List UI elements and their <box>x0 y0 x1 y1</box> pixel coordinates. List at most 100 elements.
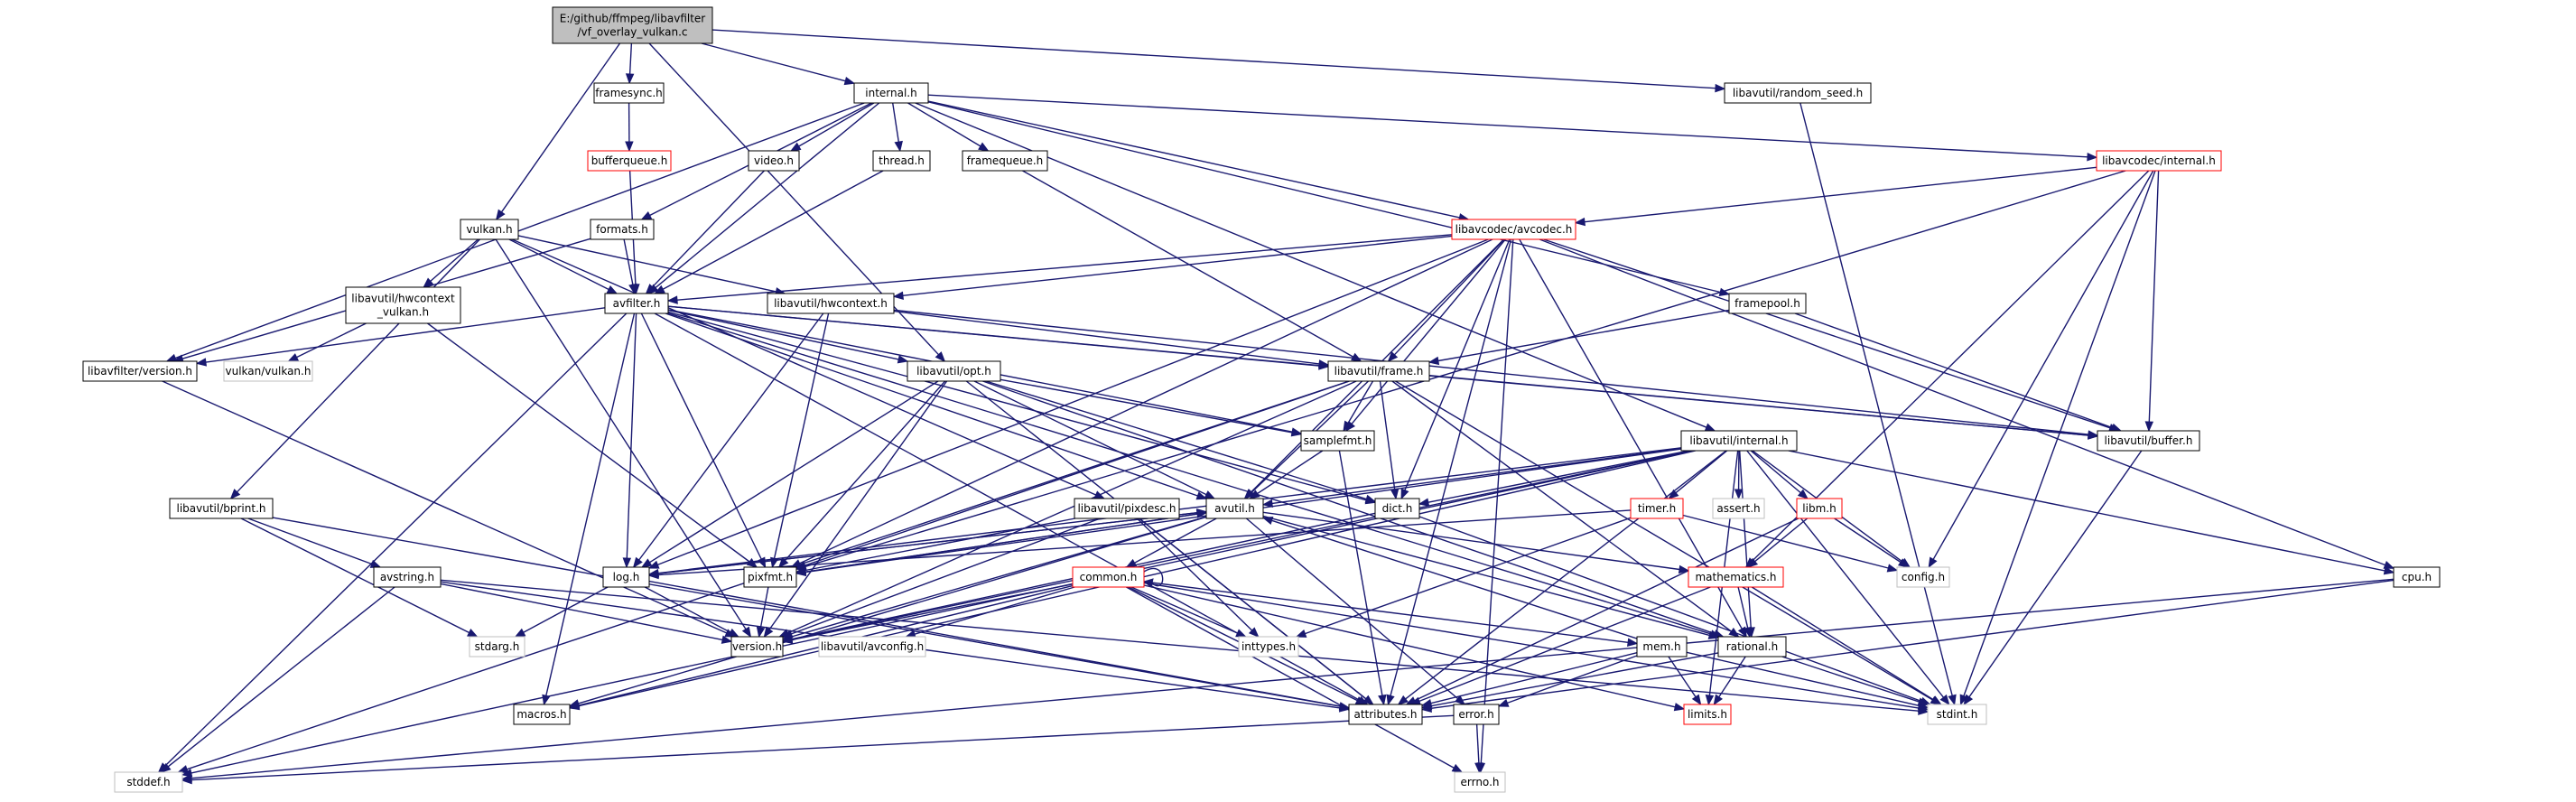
node-framequeue[interactable]: framequeue.h <box>962 150 1048 172</box>
node-layer: E:/github/ffmpeg/libavfilter/vf_overlay_… <box>82 6 2441 793</box>
node-buffer[interactable]: libavutil/buffer.h <box>2097 430 2200 452</box>
edge-rational-to-attributes <box>1420 652 1719 711</box>
node-video[interactable]: video.h <box>748 150 800 172</box>
node-avstring[interactable]: avstring.h <box>373 566 442 588</box>
edge-avcodec-to-log <box>647 238 1489 569</box>
node-label: avutil.h <box>1214 502 1255 515</box>
node-attributes[interactable]: attributes.h <box>1348 704 1423 725</box>
edge-frame-to-samplefmt <box>1343 380 1374 433</box>
node-label: limits.h <box>1688 708 1727 721</box>
node-box <box>114 771 183 793</box>
node-vulkan_vulkan[interactable]: vulkan/vulkan.h <box>223 360 313 382</box>
node-avutil[interactable]: avutil.h <box>1205 498 1264 519</box>
node-macros[interactable]: macros.h <box>513 704 571 725</box>
node-thread[interactable]: thread.h <box>872 150 931 172</box>
edge-framequeue-to-frame <box>1022 170 1362 362</box>
node-pixfmt[interactable]: pixfmt.h <box>743 566 797 588</box>
node-label: common.h <box>1080 571 1138 583</box>
node-framesync[interactable]: framesync.h <box>593 82 665 104</box>
node-label: mem.h <box>1642 640 1680 653</box>
edge-hwcontext-to-log <box>632 312 824 569</box>
edge-lavc_internal-to-avcodec <box>1574 166 2097 227</box>
node-label: internal.h <box>865 87 916 99</box>
node-avfilter[interactable]: avfilter.h <box>604 293 669 314</box>
node-box <box>590 219 655 240</box>
node-config[interactable]: config.h <box>1896 566 1950 588</box>
node-hwcontext[interactable]: libavutil/hwcontext.h <box>767 293 895 314</box>
node-opt[interactable]: libavutil/opt.h <box>907 360 1001 382</box>
node-lavu_internal[interactable]: libavutil/internal.h <box>1680 430 1798 452</box>
node-label: _vulkan.h <box>377 306 429 319</box>
node-libm[interactable]: libm.h <box>1796 498 1843 519</box>
node-label: pixfmt.h <box>748 571 793 583</box>
edge-frame-to-dict <box>1379 380 1400 500</box>
edge-samplefmt-to-attributes <box>1338 450 1387 706</box>
node-avconfig[interactable]: libavutil/avconfig.h <box>818 636 926 657</box>
edge-buffer-to-stdint <box>1963 450 2143 706</box>
node-label: avfilter.h <box>613 297 661 310</box>
node-box <box>1680 430 1798 452</box>
node-label: vulkan.h <box>466 223 512 236</box>
edge-lavu_internal-to-rational <box>1739 450 1755 639</box>
node-root[interactable]: E:/github/ffmpeg/libavfilter/vf_overlay_… <box>552 6 713 44</box>
edge-common-to-version <box>781 583 1074 644</box>
edge-lavu_internal-to-timer <box>1668 450 1728 499</box>
node-formats[interactable]: formats.h <box>590 219 655 240</box>
node-errno[interactable]: errno.h <box>1454 771 1506 793</box>
node-assert[interactable]: assert.h <box>1712 498 1765 519</box>
edge-internal-to-lavc_internal <box>927 94 2098 162</box>
node-mem[interactable]: mem.h <box>1636 636 1688 657</box>
node-common[interactable]: common.h <box>1072 566 1145 588</box>
edge-bprint-to-avstring <box>247 518 382 568</box>
edge-thread-to-avfilter <box>654 170 884 294</box>
node-cpu[interactable]: cpu.h <box>2393 566 2441 588</box>
node-dict[interactable]: dict.h <box>1374 498 1420 519</box>
node-samplefmt[interactable]: samplefmt.h <box>1300 430 1375 452</box>
node-avcodec[interactable]: libavcodec/avcodec.h <box>1451 219 1576 240</box>
node-internal[interactable]: internal.h <box>853 82 929 104</box>
node-vulkan[interactable]: vulkan.h <box>460 219 519 240</box>
edge-timer-to-config <box>1682 514 1899 573</box>
node-bprint[interactable]: libavutil/bprint.h <box>169 498 274 519</box>
node-lavc_internal[interactable]: libavcodec/internal.h <box>2096 150 2222 172</box>
node-hwctx_vulkan[interactable]: libavutil/hwcontext_vulkan.h <box>345 286 461 324</box>
node-limits[interactable]: limits.h <box>1683 704 1732 725</box>
node-stdarg[interactable]: stdarg.h <box>469 636 525 657</box>
edge-random_seed-to-stdint <box>1799 102 1957 706</box>
node-bufferqueue[interactable]: bufferqueue.h <box>587 150 672 172</box>
node-version[interactable]: version.h <box>730 636 784 657</box>
node-box <box>223 360 313 382</box>
node-label: libavcodec/avcodec.h <box>1455 223 1573 236</box>
node-stddef[interactable]: stddef.h <box>114 771 183 793</box>
node-label: inttypes.h <box>1242 640 1296 653</box>
node-label: stddef.h <box>126 776 170 788</box>
node-mathematics[interactable]: mathematics.h <box>1688 566 1784 588</box>
node-box <box>1683 704 1732 725</box>
edge-rational-to-limits <box>1713 656 1746 706</box>
edge-avcodec-to-avfilter <box>666 234 1453 304</box>
node-label: config.h <box>1902 571 1945 583</box>
node-box <box>818 636 926 657</box>
edge-avcodec-to-hwcontext <box>892 235 1453 300</box>
node-timer[interactable]: timer.h <box>1630 498 1684 519</box>
node-error[interactable]: error.h <box>1453 704 1500 725</box>
node-inttypes[interactable]: inttypes.h <box>1238 636 1299 657</box>
node-rational[interactable]: rational.h <box>1717 636 1787 657</box>
node-frame[interactable]: libavutil/frame.h <box>1327 360 1430 382</box>
node-box <box>1374 498 1420 519</box>
node-box <box>1074 498 1180 519</box>
edge-avcodec-to-frame <box>1387 238 1505 362</box>
node-label: libavutil/buffer.h <box>2105 434 2193 447</box>
edge-lavu_internal-to-cpu <box>1788 450 2395 575</box>
node-pixdesc[interactable]: libavutil/pixdesc.h <box>1074 498 1180 519</box>
edge-avutil-to-rational <box>1262 515 1720 639</box>
edge-libm-to-config <box>1834 518 1910 568</box>
node-log[interactable]: log.h <box>602 566 650 588</box>
node-lavfi_version[interactable]: libavfilter/version.h <box>82 360 198 382</box>
edge-lavc_internal-to-buffer <box>2144 170 2160 433</box>
node-label: bufferqueue.h <box>591 154 668 167</box>
node-random_seed[interactable]: libavutil/random_seed.h <box>1724 82 1872 104</box>
node-stdint[interactable]: stdint.h <box>1927 704 1987 725</box>
node-framepool[interactable]: framepool.h <box>1728 293 1807 314</box>
node-label: stdarg.h <box>475 640 520 653</box>
